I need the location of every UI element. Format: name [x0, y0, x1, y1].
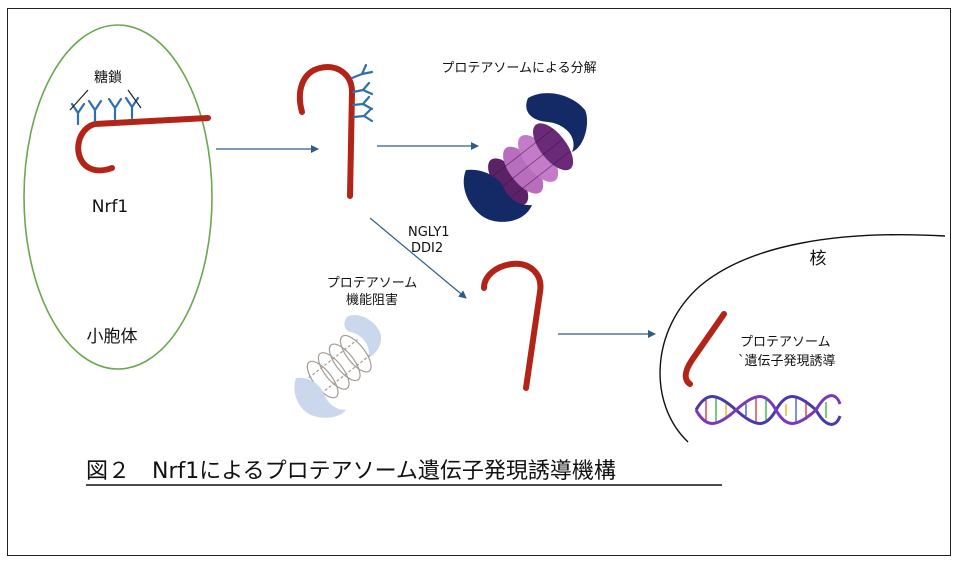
- sugar-label-pointer-left: [69, 89, 89, 111]
- proteasome-cap-top: [526, 93, 588, 152]
- nrf1-cytosolic: [296, 63, 374, 199]
- inhibited-proteasome-icon: [294, 314, 382, 418]
- nrf1-label: Nrf1: [92, 197, 129, 217]
- sugar-chain-icon: [350, 63, 374, 123]
- proteasome-cap-bottom: [463, 169, 532, 222]
- proteasome-icon: [463, 93, 588, 222]
- inhibition-label-line1: プロテアソーム: [327, 276, 418, 291]
- figure-frame: [7, 8, 951, 556]
- enzyme1-label: NGLY1: [408, 225, 450, 240]
- nrf1-processed: [481, 260, 544, 391]
- arrow-processing: [369, 217, 467, 299]
- sugar-label-pointer-right: [127, 89, 142, 109]
- induction-label-line1: プロテアソーム: [740, 335, 831, 350]
- degradation-label: プロテアソームによる分解: [441, 61, 596, 76]
- nucleus-envelope: [659, 234, 946, 443]
- figure-caption: 図２ Nrf1によるプロテアソーム遺伝子発現誘導機構: [86, 459, 616, 484]
- proteasome-core: [488, 123, 574, 206]
- nucleus-label: 核: [810, 249, 827, 269]
- organelle-label: 小胞体: [87, 327, 138, 347]
- organelle-outline: [23, 24, 213, 370]
- induction-label-line2: `遺伝子発現誘導: [738, 354, 836, 369]
- sugar-chain-icon: [70, 96, 140, 126]
- nrf1-nuclear: [682, 311, 727, 387]
- nrf1-glycosylated: [69, 89, 211, 174]
- dna-helix-icon: [694, 394, 842, 426]
- enzyme2-label: DDI2: [411, 241, 443, 256]
- sugar-chain-label: 糖鎖: [94, 70, 122, 86]
- inhibition-label-line2: 機能阻害: [346, 292, 398, 308]
